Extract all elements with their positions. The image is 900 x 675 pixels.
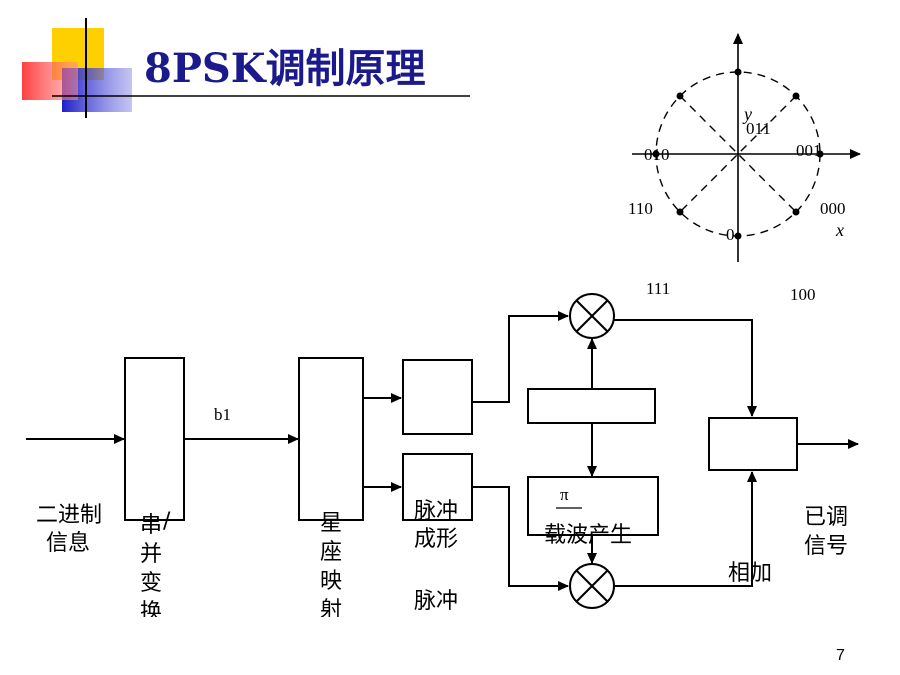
slide-title: 8PSK调制原理 bbox=[144, 45, 426, 92]
mult-bottom-to-adder-arrow bbox=[614, 471, 757, 587]
pulse-to-mult-top-arrow bbox=[472, 311, 569, 403]
point-label-111: 111 bbox=[646, 279, 670, 298]
sp-label-char3: 并 bbox=[140, 542, 162, 567]
carrier-generator-box bbox=[527, 388, 656, 424]
adder-label: 相加 bbox=[728, 561, 772, 586]
map-label-char4: 射 bbox=[320, 598, 342, 623]
point-label-0: 0 bbox=[726, 225, 735, 244]
constellation-diagram: y x 011 001 010 000 110 0 111 100 bbox=[628, 33, 861, 304]
phase-shift-box bbox=[527, 476, 659, 536]
map-label-char3: 映 bbox=[320, 569, 342, 594]
pulse-top-label-line2: 成形 bbox=[414, 527, 458, 552]
pulse-bottom-label: 脉冲 bbox=[414, 589, 458, 614]
constellation-points bbox=[652, 68, 824, 240]
multiplier-top bbox=[569, 293, 615, 339]
point-label-000: 000 bbox=[820, 199, 846, 218]
adder-box bbox=[708, 417, 798, 471]
input-label-line2: 信息 bbox=[46, 531, 90, 556]
point-label-100: 100 bbox=[790, 285, 816, 304]
carrier-label: 载波产生 bbox=[544, 523, 632, 548]
pulse-shaping-bottom-box bbox=[402, 453, 473, 521]
x-axis-label: x bbox=[835, 220, 844, 240]
input-label-line1: 二进制 bbox=[36, 503, 102, 528]
bottom-clip bbox=[0, 617, 560, 637]
block-labels: 二进制 信息 串 / 并 变 换 星 座 映 射 脉冲 成形 脉冲 b1 π 载… bbox=[36, 405, 848, 625]
sp-label-char2: / bbox=[163, 509, 171, 534]
mult-top-to-adder-arrow bbox=[614, 319, 757, 417]
sp-label-char1: 串 bbox=[140, 513, 162, 538]
sp-label-char4: 变 bbox=[140, 571, 162, 596]
output-label-line2: 信号 bbox=[804, 534, 848, 559]
map-label-char1: 星 bbox=[320, 511, 342, 536]
y-axis-label: y bbox=[742, 104, 752, 124]
constellation-map-box bbox=[298, 357, 364, 521]
phase-pi-label: π bbox=[560, 485, 569, 504]
map-label-char2: 座 bbox=[320, 540, 342, 565]
page-number: 7 bbox=[836, 647, 845, 664]
block-diagram bbox=[26, 293, 859, 609]
pulse-top-label-line1: 脉冲 bbox=[414, 499, 458, 524]
point-label-011: 011 bbox=[746, 119, 771, 138]
point-label-010: 010 bbox=[644, 145, 670, 164]
point-label-110: 110 bbox=[628, 199, 653, 218]
title-decoration bbox=[22, 18, 470, 118]
pulse-shaping-top-box bbox=[402, 359, 473, 435]
point-label-001: 001 bbox=[796, 141, 822, 160]
output-label-line1: 已调 bbox=[804, 505, 848, 530]
multiplier-bottom bbox=[569, 563, 615, 609]
bk-fragment: b1 bbox=[214, 405, 231, 424]
pulse-to-mult-bottom-arrow bbox=[472, 486, 569, 591]
serial-parallel-box bbox=[124, 357, 185, 521]
